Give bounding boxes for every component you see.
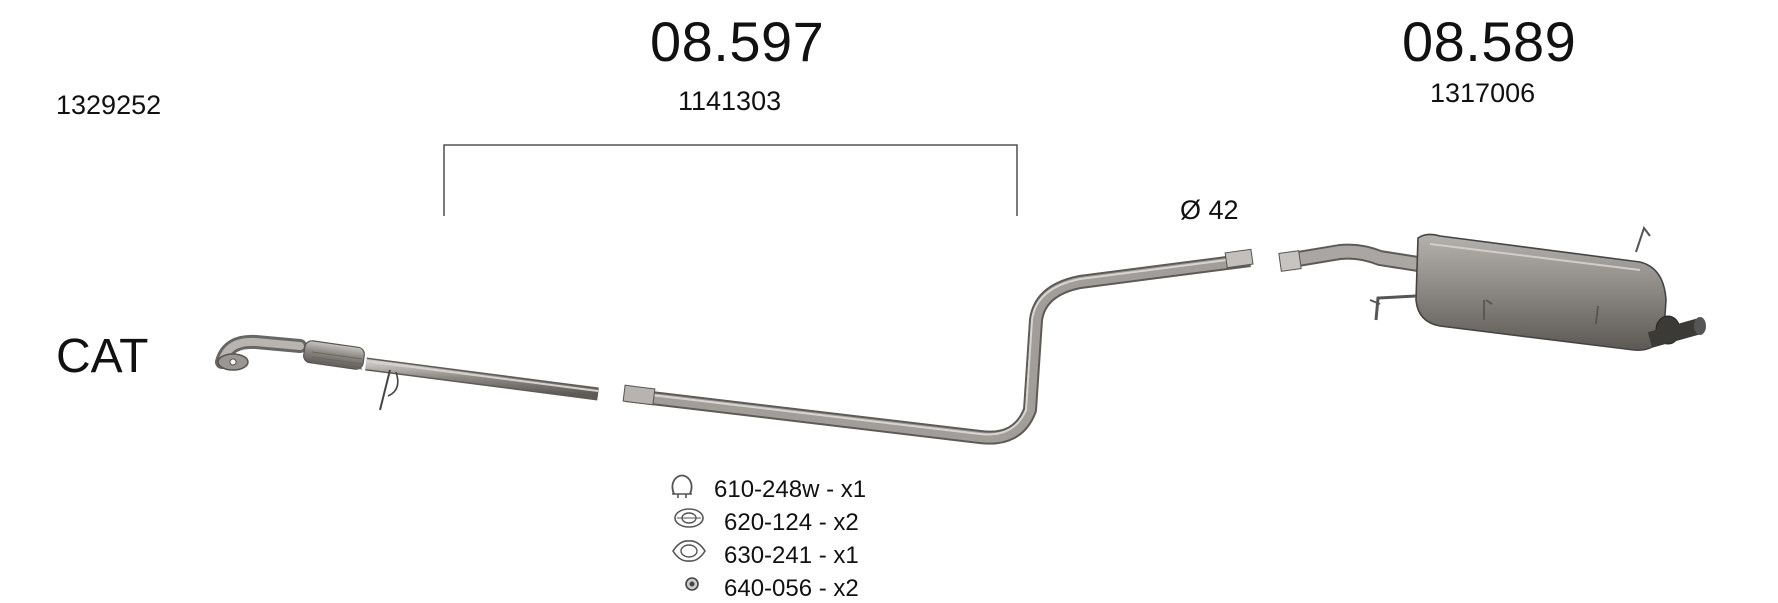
accessory-label: 610-248w - x1 — [714, 476, 867, 503]
front-pipe-part — [215, 334, 599, 411]
gasket-icon — [672, 540, 706, 562]
clamp-icon — [671, 474, 693, 498]
diameter-label: Ø 42 — [1180, 195, 1239, 225]
rubber-mount-icon — [685, 577, 699, 591]
middle-pipe-part — [622, 248, 1254, 445]
middle-oe-number: 1141303 — [678, 86, 782, 116]
rear-muffler-part — [1278, 225, 1706, 351]
middle-part-code: 08.597 — [650, 10, 825, 73]
list-item: 620-124 - x2 — [668, 503, 928, 536]
section-bracket — [443, 144, 1018, 216]
accessory-label: 640-056 - x2 — [724, 575, 859, 602]
list-item: 640-056 - x2 — [668, 569, 928, 602]
flange-gasket-icon — [674, 508, 704, 528]
accessories-list: 610-248w - x1 620-124 - x2 630-241 - x1 … — [668, 470, 928, 602]
list-item: 610-248w - x1 — [668, 470, 928, 503]
left-oe-number: 1329252 — [56, 90, 162, 120]
accessory-label: 630-241 - x1 — [724, 542, 859, 569]
right-oe-number: 1317006 — [1430, 78, 1536, 108]
list-item: 630-241 - x1 — [668, 536, 928, 569]
accessory-label: 620-124 - x2 — [724, 509, 859, 536]
right-part-code: 08.589 — [1402, 10, 1577, 73]
cat-label: CAT — [56, 330, 149, 383]
